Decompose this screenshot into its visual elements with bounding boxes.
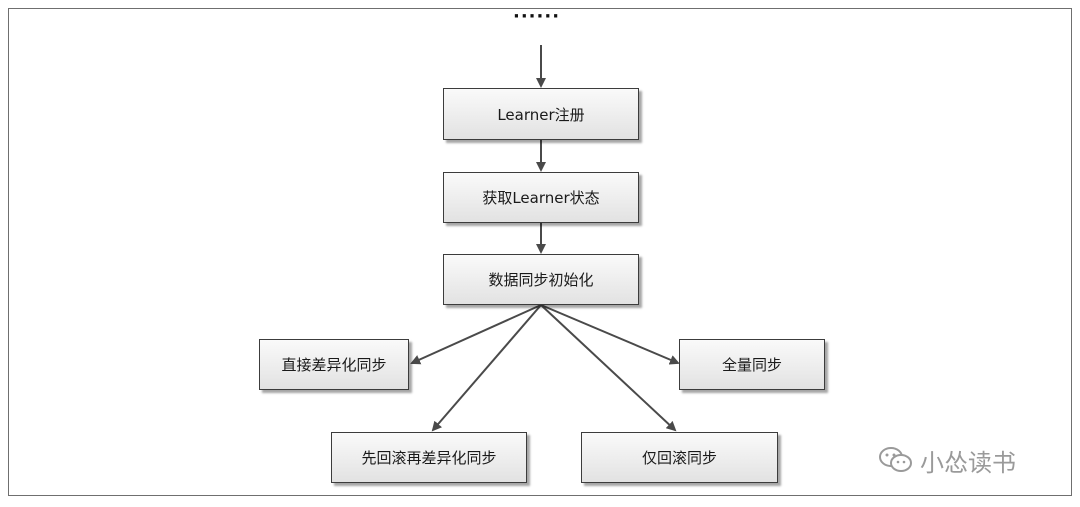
node-get-learner-state: 获取Learner状态 (443, 172, 639, 223)
arrow-init-to-rollback-diff (431, 304, 542, 432)
node-full-sync: 全量同步 (679, 339, 825, 390)
diagram-frame (8, 8, 1072, 496)
node-rollback-only-sync: 仅回滚同步 (581, 432, 778, 483)
arrow-init-to-full (540, 304, 680, 365)
node-rollback-then-diff-sync: 先回滚再差异化同步 (331, 432, 527, 483)
node-learner-register: Learner注册 (443, 88, 639, 140)
arrow-init-to-rollback-only (540, 304, 677, 432)
node-direct-diff-sync: 直接差异化同步 (259, 339, 409, 390)
wechat-icon (879, 447, 912, 472)
node-data-sync-init: 数据同步初始化 (443, 254, 639, 305)
arrow-init-to-direct-diff (410, 304, 542, 365)
watermark-text: 小怂读书 (920, 448, 1016, 477)
top-ellipsis: ······ (513, 6, 561, 27)
watermark: 小怂读书 (878, 442, 1016, 478)
